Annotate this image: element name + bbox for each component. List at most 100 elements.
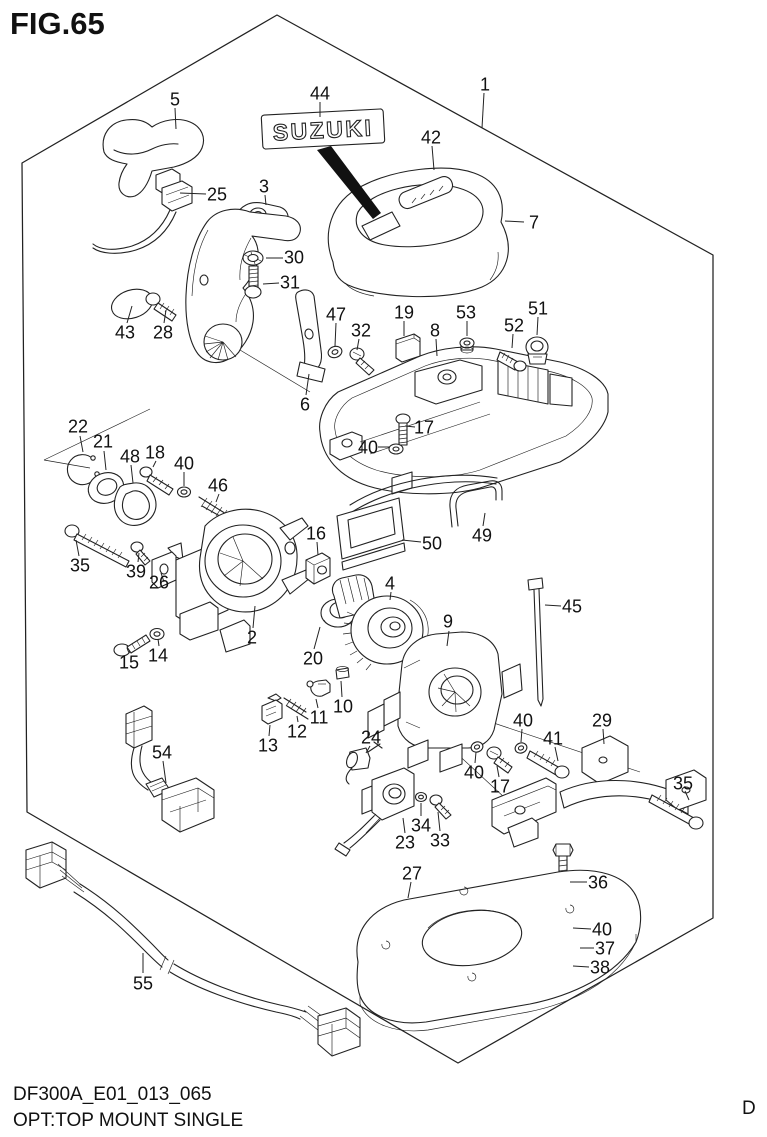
callout-3: 3 bbox=[259, 176, 269, 196]
figure-title: FIG.65 bbox=[10, 6, 105, 41]
leader-line-28 bbox=[163, 309, 167, 324]
leader-line-52 bbox=[511, 333, 514, 349]
part-16-block bbox=[305, 552, 331, 585]
leader-line-35 bbox=[75, 539, 80, 557]
callout-18: 18 bbox=[145, 442, 165, 462]
callout-1: 1 bbox=[480, 74, 490, 94]
callout-8: 8 bbox=[430, 320, 440, 340]
leader-line-23 bbox=[402, 817, 406, 834]
page-letter: D bbox=[742, 1098, 756, 1119]
leader-line-3 bbox=[264, 194, 267, 206]
leader-line-40 bbox=[520, 728, 523, 743]
callout-24: 24 bbox=[361, 727, 381, 747]
callout-15: 15 bbox=[119, 652, 139, 672]
callout-36: 36 bbox=[588, 872, 608, 892]
part-32-screw bbox=[349, 347, 375, 376]
part-35-screw-right bbox=[648, 794, 704, 830]
callout-42: 42 bbox=[421, 127, 441, 147]
part-51-clamp bbox=[525, 336, 549, 365]
leader-line-35 bbox=[684, 790, 690, 801]
leader-line-32 bbox=[356, 338, 360, 351]
drawing-code: DF300A_E01_013_065 bbox=[13, 1084, 212, 1105]
callout-52: 52 bbox=[504, 315, 524, 335]
leader-line-50 bbox=[401, 539, 422, 543]
part-7-cover bbox=[327, 167, 509, 298]
callout-20: 20 bbox=[303, 648, 323, 668]
part-15-screw bbox=[113, 634, 151, 657]
part-17-bolt-upper bbox=[395, 413, 411, 446]
leader-line-14 bbox=[157, 638, 160, 647]
leader-line-25 bbox=[179, 192, 207, 195]
part-14-nut bbox=[149, 627, 165, 641]
leader-line-1 bbox=[481, 92, 485, 129]
leader-line-41 bbox=[554, 746, 559, 762]
callout-6: 6 bbox=[300, 394, 310, 414]
callout-45: 45 bbox=[562, 596, 582, 616]
leader-line-49 bbox=[482, 512, 486, 527]
part-33-screw bbox=[429, 794, 452, 820]
leader-line-22 bbox=[79, 435, 84, 453]
leader-line-48 bbox=[130, 464, 134, 484]
part-39-screw bbox=[130, 541, 151, 566]
leader-line-26 bbox=[160, 572, 165, 583]
leader-line-43 bbox=[126, 305, 133, 324]
leader-line-8 bbox=[435, 338, 438, 357]
callout-37: 37 bbox=[595, 938, 615, 958]
callout-10: 10 bbox=[333, 696, 353, 716]
callout-9: 9 bbox=[443, 611, 453, 631]
part-50-label-plate bbox=[336, 497, 406, 571]
part-9-rear-housing bbox=[367, 631, 523, 773]
callout-28: 28 bbox=[153, 322, 173, 342]
callout-4: 4 bbox=[385, 573, 395, 593]
part-19-cushion bbox=[395, 333, 421, 363]
part-22-snap-ring bbox=[66, 454, 100, 486]
part-12-spring bbox=[283, 697, 309, 720]
part-17-bolt-lower bbox=[486, 746, 513, 774]
leader-line-33 bbox=[437, 811, 441, 832]
callout-32: 32 bbox=[351, 320, 371, 340]
callout-17: 17 bbox=[414, 417, 434, 437]
part-49-clamp-wire bbox=[349, 474, 503, 528]
emblem-pointer-wedge bbox=[317, 146, 381, 219]
control-lever-body bbox=[185, 208, 301, 363]
drawing-subtitle: OPT:TOP MOUNT SINGLE bbox=[13, 1110, 244, 1131]
callout-21: 21 bbox=[93, 431, 113, 451]
leader-line-42 bbox=[431, 145, 435, 171]
part-6-strip bbox=[295, 289, 326, 383]
callout-13: 13 bbox=[258, 735, 278, 755]
callout-43: 43 bbox=[115, 322, 135, 342]
callout-33: 33 bbox=[430, 830, 450, 850]
callout-35: 35 bbox=[70, 555, 90, 575]
leader-line-31 bbox=[262, 282, 280, 285]
callout-22: 22 bbox=[68, 416, 88, 436]
part-5-handle-grip bbox=[102, 118, 205, 198]
leader-line-39 bbox=[137, 552, 140, 563]
callout-38: 38 bbox=[590, 957, 610, 977]
callout-49: 49 bbox=[472, 525, 492, 545]
callout-12: 12 bbox=[287, 721, 307, 741]
leader-line-51 bbox=[536, 316, 539, 336]
leader-line-46 bbox=[215, 493, 220, 503]
part-55-harness bbox=[25, 841, 361, 1057]
callout-40: 40 bbox=[464, 762, 484, 782]
suzuki-logo-text: SUZUKI bbox=[272, 114, 374, 145]
leader-line-5 bbox=[174, 107, 177, 130]
callout-50: 50 bbox=[422, 533, 442, 553]
callout-55: 55 bbox=[133, 973, 153, 993]
part-4-gear bbox=[331, 574, 429, 671]
part-13-clip bbox=[261, 693, 283, 725]
leader-line-27 bbox=[407, 881, 412, 899]
leader-line-54 bbox=[162, 760, 167, 784]
leader-line-47 bbox=[334, 322, 337, 347]
callout-26: 26 bbox=[149, 572, 169, 592]
leader-line-17 bbox=[496, 765, 500, 778]
part-10-pin bbox=[335, 666, 350, 680]
leader-line-6 bbox=[305, 373, 310, 396]
drawing-border bbox=[21, 14, 714, 1064]
leader-line-2 bbox=[252, 605, 256, 629]
leader-line-13 bbox=[268, 724, 271, 737]
callout-11: 11 bbox=[310, 707, 329, 727]
